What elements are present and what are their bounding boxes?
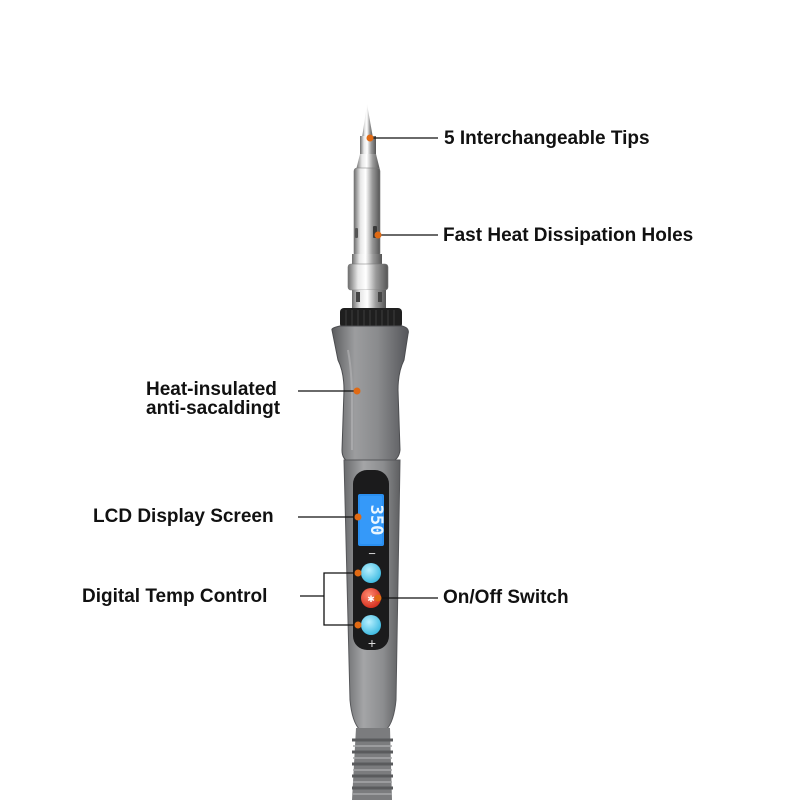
grip-label-line1: Heat-insulated xyxy=(146,379,277,400)
callout-dots xyxy=(353,134,382,629)
temp-up-button[interactable] xyxy=(361,615,381,635)
grip-label: Heat-insulated anti-sacaldingt xyxy=(146,380,280,418)
soldering-tip xyxy=(353,104,381,257)
power-icon: ✱ xyxy=(367,594,375,604)
power-button[interactable] xyxy=(361,588,381,608)
tips-label: 5 Interchangeable Tips xyxy=(444,128,650,149)
leader-lines xyxy=(298,137,438,626)
tip-collar xyxy=(347,254,389,308)
plus-symbol: + xyxy=(368,635,376,651)
nut-ring xyxy=(340,308,402,328)
power-switch-label: On/Off Switch xyxy=(443,587,569,608)
lcd-reading: 350 xyxy=(366,505,386,536)
grip-label-line2: anti-sacaldingt xyxy=(146,398,281,419)
minus-symbol: − xyxy=(368,546,376,561)
temp-down-button[interactable] xyxy=(361,563,381,583)
temp-control-label: Digital Temp Control xyxy=(82,586,268,607)
lcd-label: LCD Display Screen xyxy=(93,506,274,527)
cable-strain-relief xyxy=(352,728,393,800)
heat-insulated-grip xyxy=(331,325,409,463)
holes-label: Fast Heat Dissipation Holes xyxy=(443,225,694,246)
nut-ridges xyxy=(345,310,395,326)
